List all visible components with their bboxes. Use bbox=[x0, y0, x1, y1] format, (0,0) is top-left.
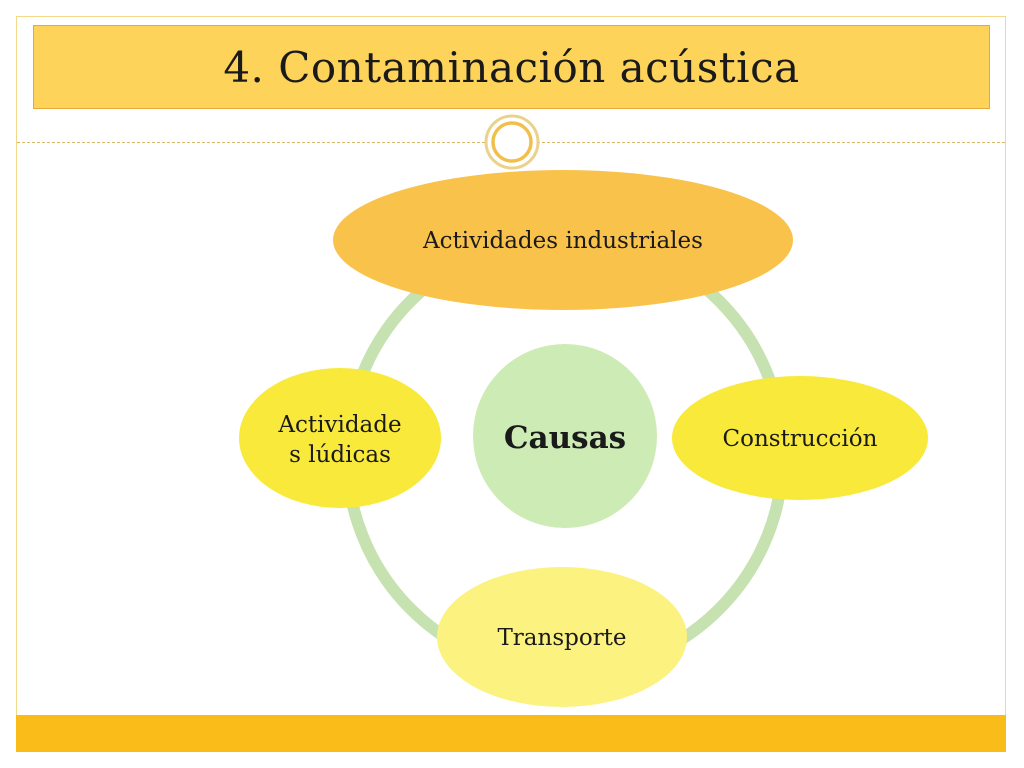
node-transport: Transporte bbox=[437, 567, 687, 707]
center-node: Causas bbox=[473, 344, 657, 528]
node-ludic: Actividade s lúdicas bbox=[239, 368, 441, 508]
node-ludic-label-line2: s lúdicas bbox=[289, 442, 391, 468]
node-transport-label: Transporte bbox=[497, 625, 626, 651]
node-construction-label: Construcción bbox=[723, 426, 878, 452]
node-industrial-label: Actividades industriales bbox=[422, 228, 703, 254]
divider-ornament bbox=[484, 114, 540, 170]
title-bar: 4. Contaminación acústica bbox=[33, 25, 990, 109]
node-ludic-label-line1: Actividade bbox=[277, 412, 401, 438]
node-construction: Construcción bbox=[672, 376, 928, 500]
center-label: Causas bbox=[504, 420, 626, 456]
bottom-bar bbox=[16, 715, 1006, 752]
node-industrial: Actividades industriales bbox=[333, 170, 793, 310]
slide-title: 4. Contaminación acústica bbox=[223, 42, 800, 92]
